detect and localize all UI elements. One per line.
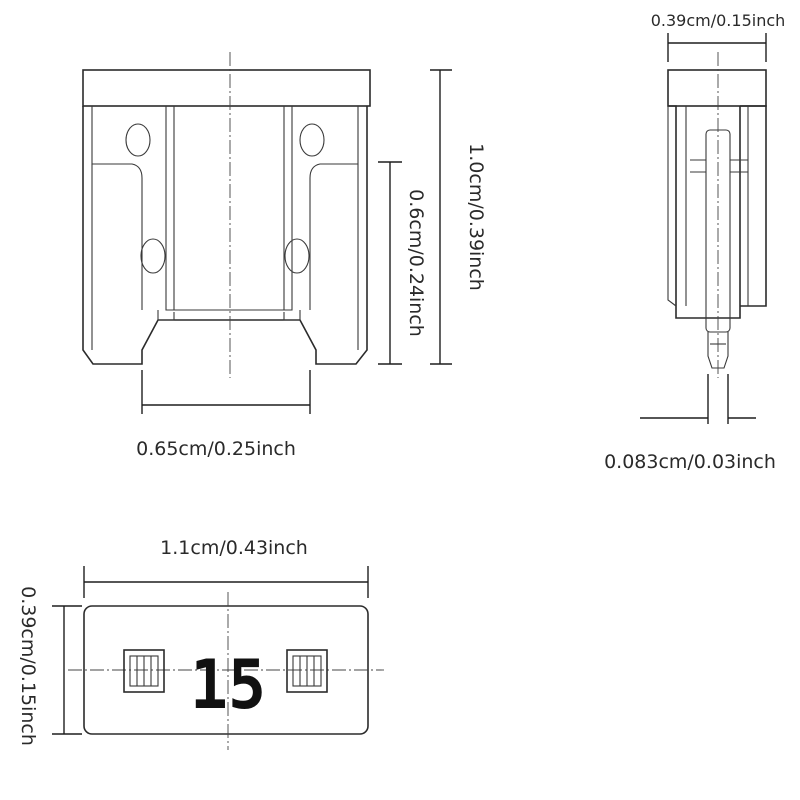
front-view-lower-left-hole (140, 238, 166, 274)
front-view: 1.0cm/0.39inch 0.6cm/0.24inch 0.65cm/0.2… (82, 52, 487, 460)
top-view: 15 1.1cm/0.43inch 0.39cm/0.15inch (17, 537, 384, 750)
side-view-width-label: 0.39cm/0.15inch (651, 11, 786, 30)
side-view: 0.39cm/0.15inch 0.083cm/0.03inch (604, 11, 785, 473)
front-view-inner-frame (165, 106, 293, 311)
front-view-upper-right-hole (299, 123, 325, 157)
side-view-cap (667, 69, 767, 107)
front-view-inner-height-label: 0.6cm/0.24inch (405, 189, 427, 337)
top-view-width-label: 1.1cm/0.43inch (160, 537, 308, 559)
front-view-body-outline (82, 106, 368, 365)
front-view-upper-left-hole (125, 123, 151, 157)
side-view-body-outline (668, 105, 767, 319)
top-view-right-test-slot (286, 649, 328, 693)
front-view-cap (82, 69, 371, 107)
front-view-height-label: 1.0cm/0.39inch (465, 143, 487, 291)
top-view-rating-number: 15 (190, 646, 266, 725)
side-view-blade-thickness-label: 0.083cm/0.03inch (604, 451, 776, 473)
front-view-lower-right-hole (284, 238, 310, 274)
top-view-height-label: 0.39cm/0.15inch (17, 586, 39, 746)
front-view-left-terminal (91, 106, 143, 310)
top-view-left-test-slot (123, 649, 165, 693)
front-view-leg-width-label: 0.65cm/0.25inch (136, 438, 296, 460)
front-view-right-terminal (309, 106, 359, 310)
